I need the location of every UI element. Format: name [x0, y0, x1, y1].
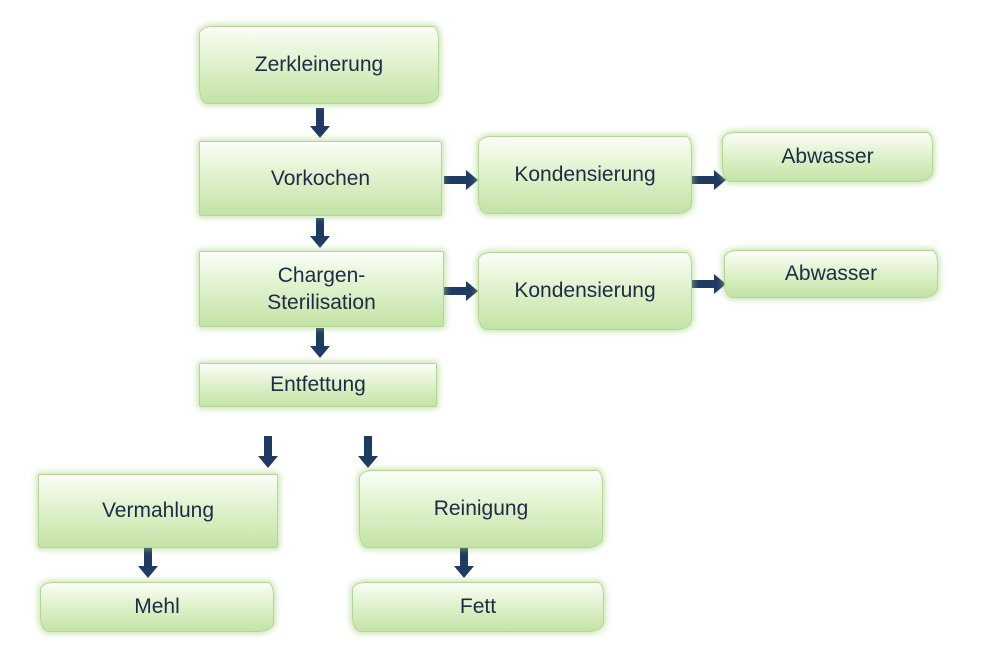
vorkochen-label: Vorkochen — [270, 166, 371, 190]
arrow-reinigung-to-fett — [454, 548, 474, 578]
reinigung-label: Reinigung — [433, 497, 529, 521]
vermahlung-box: Vermahlung — [38, 474, 278, 548]
arrow-zerkleinerung-to-vorkochen — [310, 108, 330, 138]
arrow-vorkochen-to-kondensierung — [444, 170, 478, 190]
arrow-to-vermahlung — [258, 436, 278, 468]
vermahlung-label: Vermahlung — [101, 499, 215, 523]
entfettung-box: Entfettung — [199, 363, 437, 407]
arrow-kondensierung-to-abwasser-1 — [692, 170, 726, 190]
arrow-vermahlung-to-mehl — [138, 548, 158, 578]
chargen-sterilisation-box: Chargen- Sterilisation — [199, 251, 444, 327]
fett-box: Fett — [352, 582, 604, 632]
kondensierung-label-1: Kondensierung — [514, 163, 656, 187]
abwasser-label-1: Abwasser — [781, 145, 874, 169]
arrow-kondensierung-to-abwasser-2 — [692, 274, 726, 294]
kondensierung-box-1: Kondensierung — [478, 136, 692, 214]
fett-label: Fett — [459, 595, 497, 619]
mehl-box: Mehl — [40, 582, 274, 632]
entfettung-label: Entfettung — [270, 373, 366, 397]
chargen-sterilisation-label: Chargen- Sterilisation — [267, 263, 376, 314]
kondensierung-label-2: Kondensierung — [514, 279, 656, 303]
vorkochen-box: Vorkochen — [199, 141, 442, 216]
abwasser-box-1: Abwasser — [722, 132, 933, 182]
arrow-vorkochen-to-chargen — [310, 218, 330, 248]
arrow-to-reinigung — [358, 436, 378, 468]
arrow-chargen-to-kondensierung — [444, 281, 478, 301]
abwasser-box-2: Abwasser — [724, 250, 938, 298]
abwasser-label-2: Abwasser — [784, 262, 878, 286]
zerkleinerung-label: Zerkleinerung — [254, 53, 384, 77]
reinigung-box: Reinigung — [359, 470, 603, 548]
zerkleinerung-box: Zerkleinerung — [199, 26, 439, 104]
arrow-chargen-to-entfettung — [310, 328, 330, 358]
mehl-label: Mehl — [134, 595, 180, 619]
kondensierung-box-2: Kondensierung — [478, 252, 692, 330]
